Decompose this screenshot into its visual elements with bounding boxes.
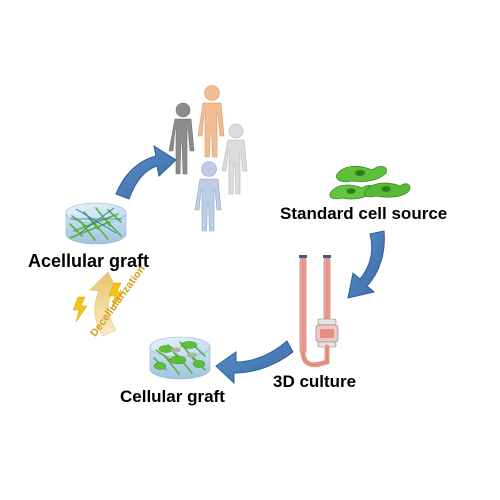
people-group-icon [168, 85, 248, 232]
person-gray-icon [168, 102, 195, 175]
lightning-icon [108, 282, 124, 309]
person-orange-icon [197, 85, 225, 158]
cycle-arrow-icon [115, 144, 177, 200]
person-blue-icon [194, 161, 222, 232]
cycle-arrow-icon [347, 230, 385, 299]
cellular-graft-label: Cellular graft [120, 387, 225, 406]
cycle-arrow-icon [215, 340, 294, 385]
lightning-icon [72, 296, 88, 323]
scaffold-disc-icon [65, 202, 127, 245]
3d-culture-label: 3D culture [273, 372, 357, 391]
cell-cluster-icon [329, 165, 411, 200]
person-light-icon [221, 123, 248, 195]
cell-icon [336, 165, 387, 183]
standard-cell-source-label: Standard cell source [280, 204, 448, 223]
scaffold-disc-icon [149, 336, 211, 380]
bioreactor-icon [299, 255, 339, 368]
acellular-graft-label: Acellular graft [28, 251, 150, 271]
cell-icon [363, 182, 411, 198]
